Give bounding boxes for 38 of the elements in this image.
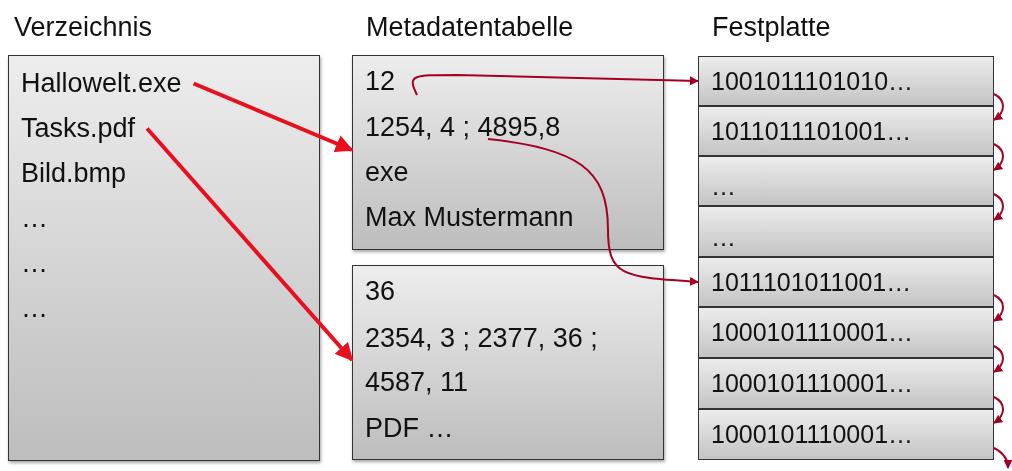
disk-block: 1011101011001…	[698, 257, 994, 307]
arrow	[993, 93, 1004, 121]
arrow	[993, 396, 1004, 424]
arrow	[486, 138, 699, 286]
table-entry: …	[21, 248, 48, 279]
table-entry: Max Mustermann	[365, 202, 574, 233]
arrow	[993, 447, 1012, 469]
arrow	[993, 193, 1004, 221]
arrow	[993, 143, 1004, 171]
disk-block: 1001011101010…	[698, 56, 994, 106]
table-box	[8, 55, 320, 461]
table-entry: 1254, 4 ; 4895,8	[365, 112, 561, 143]
disk-block: 1000101110001…	[698, 307, 994, 358]
table-entry: Hallowelt.exe	[21, 68, 182, 99]
arrow	[993, 294, 1004, 322]
column-heading: Verzeichnis	[14, 12, 153, 43]
table-entry: Tasks.pdf	[21, 113, 136, 144]
disk-block: …	[698, 156, 994, 206]
table-entry: …	[21, 203, 48, 234]
column-heading: Festplatte	[712, 12, 831, 43]
arrow	[993, 345, 1004, 373]
table-entry: Bild.bmp	[21, 158, 127, 189]
table-box	[352, 55, 664, 250]
table-entry: 2354, 3 ; 2377, 36 ; 4587, 11	[365, 316, 655, 404]
disk-block: 1000101110001…	[698, 409, 994, 460]
arrow	[145, 127, 354, 362]
table-entry: 36	[365, 276, 396, 307]
table-entry: 12	[365, 66, 396, 97]
disk-block: …	[698, 206, 994, 257]
table-entry: exe	[365, 157, 409, 188]
arrow	[411, 74, 699, 96]
table-entry: …	[21, 293, 48, 324]
disk-block: 1000101110001…	[698, 358, 994, 409]
table-entry: PDF …	[365, 413, 454, 444]
column-heading: Metadatentabelle	[366, 12, 574, 43]
disk-block: 1011011101001…	[698, 106, 994, 156]
table-box	[352, 265, 664, 460]
arrow	[192, 81, 354, 153]
